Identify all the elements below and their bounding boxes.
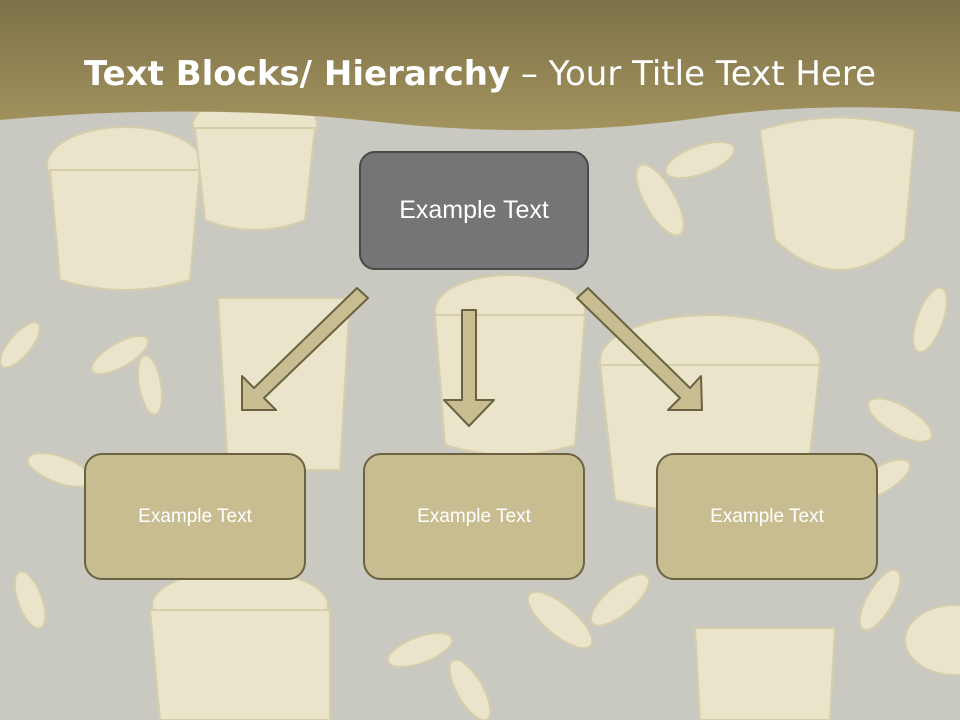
hierarchy-child-label-2: Example Text	[417, 505, 531, 527]
hierarchy-child-label-3: Example Text	[710, 505, 824, 527]
header-band	[0, 0, 960, 131]
slide-title-rest: Your Title Text Here	[548, 54, 877, 94]
hierarchy-child-box-2[interactable]: Example Text	[363, 453, 585, 580]
hierarchy-child-box-3[interactable]: Example Text	[656, 453, 878, 580]
slide-title-bold: Text Blocks/ Hierarchy	[83, 54, 511, 94]
hierarchy-child-box-1[interactable]: Example Text	[84, 453, 306, 580]
slide-title-dash: –	[510, 54, 549, 94]
hierarchy-top-label: Example Text	[399, 196, 549, 224]
hierarchy-top-box[interactable]: Example Text	[359, 151, 589, 270]
hierarchy-child-label-1: Example Text	[138, 505, 252, 527]
slide-title: Text Blocks/ Hierarchy – Your Title Text…	[0, 54, 960, 94]
